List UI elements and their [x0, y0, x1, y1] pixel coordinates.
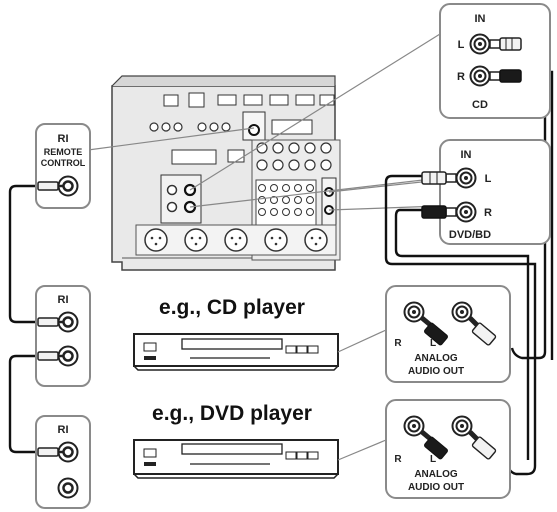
cd-out-left-label: L — [430, 338, 436, 349]
rca-plug-white-icon — [489, 37, 522, 51]
cd-player-device — [133, 333, 339, 371]
dvd-player-device — [133, 439, 339, 479]
mini-plug-icon — [37, 181, 64, 191]
mini-plug-icon — [37, 447, 64, 457]
dvd-in-right-label: R — [484, 207, 492, 219]
dvd-ri-jack-2-icon — [57, 477, 79, 499]
dvd-in-name: DVD/BD — [449, 229, 491, 241]
callout-line — [337, 439, 387, 461]
rca-plug-black-icon — [421, 205, 457, 219]
cd-ri-label: RI — [58, 294, 69, 306]
cables — [8, 42, 554, 476]
dvd-out-left-jack-icon — [451, 415, 473, 437]
cd-out-right-jack-icon — [403, 301, 425, 323]
dvd-player-caption: e.g., DVD player — [152, 402, 312, 425]
remote-ri-label: RI — [58, 133, 69, 145]
dvd-input-panel: IN L R DVD/BD — [421, 139, 551, 245]
av-receiver-rear-panel — [111, 75, 341, 271]
dvd-analog-out-panel: R L ANALOG AUDIO OUT — [385, 399, 511, 499]
dvd-ri-panel: RI — [35, 415, 91, 509]
cd-ri-panel: RI — [35, 285, 91, 387]
cd-out-right-label: R — [394, 338, 402, 349]
cd-in-left-jack-icon — [469, 33, 491, 55]
callout-lines — [87, 33, 441, 211]
dvd-out-left-label: L — [430, 454, 436, 465]
cd-analog-out-panel: R L ANALOG AUDIO OUT — [385, 285, 511, 383]
dvd-ri-label: RI — [58, 424, 69, 436]
remote-control-panel: RI REMOTE CONTROL — [35, 123, 91, 209]
dvd-out-label-line2: AUDIO OUT — [408, 482, 464, 493]
dvd-in-title: IN — [461, 149, 472, 161]
rca-plug-black-icon — [489, 69, 522, 83]
dvd-out-label-line1: ANALOG — [414, 469, 458, 480]
remote-label-line2: CONTROL — [41, 158, 86, 168]
cd-in-title: IN — [475, 13, 486, 25]
rca-plug-black-icon — [420, 430, 448, 460]
remote-label-line1: REMOTE — [44, 147, 83, 157]
mini-plug-icon — [37, 351, 64, 361]
dvd-in-left-jack-icon — [455, 167, 477, 189]
cd-in-right-label: R — [457, 71, 465, 83]
cd-player-caption: e.g., CD player — [159, 296, 305, 319]
callout-line — [337, 329, 387, 353]
dvd-in-right-jack-icon — [455, 201, 477, 223]
rca-plug-white-icon — [468, 430, 497, 460]
cd-in-left-label: L — [458, 39, 465, 51]
cd-in-name: CD — [472, 99, 488, 111]
cd-in-right-jack-icon — [469, 65, 491, 87]
rca-plug-white-icon — [421, 171, 457, 185]
cd-out-left-jack-icon — [451, 301, 473, 323]
dvd-out-right-jack-icon — [403, 415, 425, 437]
rca-plug-black-icon — [420, 316, 448, 346]
dvd-out-right-label: R — [394, 454, 402, 465]
cd-out-label-line1: ANALOG — [414, 353, 458, 364]
cd-out-label-line2: AUDIO OUT — [408, 366, 464, 377]
dvd-in-left-label: L — [485, 173, 492, 185]
rca-plug-white-icon — [468, 316, 497, 346]
cd-input-panel: IN L R CD — [439, 3, 551, 119]
mini-plug-icon — [37, 317, 64, 327]
